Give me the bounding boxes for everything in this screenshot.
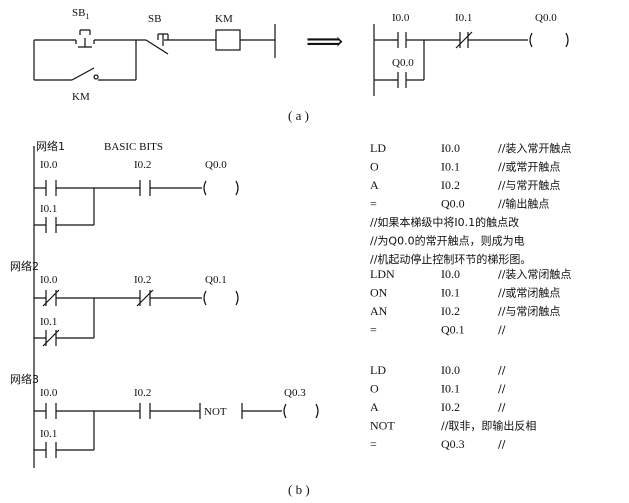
code2-arg-2: I0.2 bbox=[441, 304, 460, 318]
contact-i01 bbox=[455, 31, 473, 49]
code3-op-3: NOT bbox=[370, 419, 395, 433]
net3-c2: I0.1 bbox=[40, 428, 57, 440]
code3-arg-4: Q0.3 bbox=[441, 437, 465, 451]
net1-title: 网络1 bbox=[36, 139, 65, 153]
net1-c3: I0.2 bbox=[134, 159, 151, 171]
km-coil bbox=[215, 29, 241, 51]
net3-c3: I0.2 bbox=[134, 387, 151, 399]
code1-op-1: O bbox=[370, 160, 379, 174]
code-note-1: //为Q0.0的常开触点，则成为电 bbox=[370, 234, 525, 248]
ladder-a-c2: I0.1 bbox=[455, 12, 472, 24]
net1-c2: I0.1 bbox=[40, 203, 57, 215]
net2-c1: I0.0 bbox=[40, 274, 58, 286]
net3-coil-label: Q0.3 bbox=[284, 387, 306, 399]
code3-op-0: LD bbox=[370, 363, 386, 377]
code2-op-2: AN bbox=[370, 304, 388, 318]
net3-i02 bbox=[139, 403, 151, 419]
km-contact bbox=[71, 67, 99, 81]
ladder-a-par: Q0.0 bbox=[392, 57, 414, 69]
code2-arg-0: I0.0 bbox=[441, 267, 460, 281]
code3-arg-0: I0.0 bbox=[441, 363, 460, 377]
sb-label: SB bbox=[148, 13, 161, 25]
code3-op-1: O bbox=[370, 382, 379, 396]
code1-op-0: LD bbox=[370, 141, 386, 155]
sb1-contact bbox=[75, 29, 95, 48]
code3-comment-4: // bbox=[498, 438, 506, 451]
net2-i01 bbox=[42, 329, 60, 347]
code2-comment-1: //或常闭触点 bbox=[498, 286, 560, 300]
code3-op-2: A bbox=[370, 400, 379, 414]
contact-i00 bbox=[397, 32, 407, 48]
code1-comment-1: //或常开触点 bbox=[498, 160, 560, 174]
net1-coil-label: Q0.0 bbox=[205, 159, 227, 171]
net1-i01 bbox=[45, 217, 57, 233]
coil-q00 bbox=[529, 32, 569, 48]
code2-comment-3: // bbox=[498, 324, 506, 337]
net3-c1: I0.0 bbox=[40, 387, 58, 399]
net2-coil bbox=[203, 290, 239, 306]
code-note-2: //机起动停止控制环节的梯形图。 bbox=[370, 252, 531, 266]
caption-b: ( b ) bbox=[288, 482, 310, 497]
net3-i01 bbox=[45, 442, 57, 458]
code3-comment-0: // bbox=[498, 364, 506, 377]
code1-comment-0: //装入常开触点 bbox=[498, 141, 571, 155]
code2-arg-3: Q0.1 bbox=[441, 323, 465, 337]
sb1-label: SB1 bbox=[72, 7, 89, 21]
code3-arg-2: I0.2 bbox=[441, 400, 460, 414]
code3-comment-3: //取非，即输出反相 bbox=[441, 419, 536, 433]
net3-i00 bbox=[45, 403, 57, 419]
net2-c3: I0.2 bbox=[134, 274, 151, 286]
code2-arg-1: I0.1 bbox=[441, 286, 460, 300]
net1-i00 bbox=[45, 180, 57, 196]
net2-coil-label: Q0.1 bbox=[205, 274, 227, 286]
code1-op-2: A bbox=[370, 178, 379, 192]
km-contact-label: KM bbox=[72, 91, 90, 103]
network-3 bbox=[34, 403, 319, 458]
ladder-a-coil: Q0.0 bbox=[535, 12, 557, 24]
code-note-0: //如果本梯级中将I0.1的触点改 bbox=[370, 215, 519, 229]
net2-i00 bbox=[42, 289, 60, 307]
network-2 bbox=[34, 289, 239, 347]
code1-op-3: = bbox=[370, 197, 377, 211]
code2-comment-2: //与常闭触点 bbox=[498, 304, 560, 318]
net1-coil bbox=[203, 180, 239, 196]
code1-comment-2: //与常开触点 bbox=[498, 178, 560, 192]
net2-title: 网络2 bbox=[10, 259, 39, 273]
code2-comment-0: //装入常闭触点 bbox=[498, 267, 571, 281]
instruction-list: LD I0.0 //装入常开触点 O I0.1 //或常开触点 A I0.2 //与常开触点 = Q… bbox=[370, 141, 571, 451]
km-coil-label: KM bbox=[215, 13, 233, 25]
convert-arrow: ⟹ bbox=[306, 27, 343, 56]
code1-arg-2: I0.2 bbox=[441, 178, 460, 192]
relay-circuit bbox=[33, 24, 276, 81]
code2-op-1: ON bbox=[370, 286, 388, 300]
net1-c1: I0.0 bbox=[40, 159, 58, 171]
code3-comment-2: // bbox=[498, 401, 506, 414]
code2-op-3: = bbox=[370, 323, 377, 337]
ladder-a bbox=[373, 24, 569, 96]
network-1 bbox=[34, 180, 239, 233]
net2-i02 bbox=[136, 289, 154, 307]
contact-q00 bbox=[397, 72, 407, 88]
net1-extra: BASIC BITS bbox=[104, 141, 163, 153]
sb-contact bbox=[145, 33, 169, 55]
code3-arg-1: I0.1 bbox=[441, 382, 460, 396]
net1-i02 bbox=[139, 180, 151, 196]
code1-arg-0: I0.0 bbox=[441, 141, 460, 155]
ladder-a-c1: I0.0 bbox=[392, 12, 410, 24]
code1-arg-1: I0.1 bbox=[441, 160, 460, 174]
caption-a: ( a ) bbox=[288, 108, 309, 123]
code1-comment-3: //输出触点 bbox=[498, 197, 549, 211]
net2-c2: I0.1 bbox=[40, 316, 57, 328]
code2-op-0: LDN bbox=[370, 267, 395, 281]
code3-comment-1: // bbox=[498, 383, 506, 396]
net3-not-box bbox=[199, 403, 243, 419]
code3-op-4: = bbox=[370, 437, 377, 451]
net3-title: 网络3 bbox=[10, 372, 39, 386]
net3-not: NOT bbox=[204, 406, 227, 418]
code1-arg-3: Q0.0 bbox=[441, 197, 465, 211]
net3-coil bbox=[283, 403, 319, 419]
